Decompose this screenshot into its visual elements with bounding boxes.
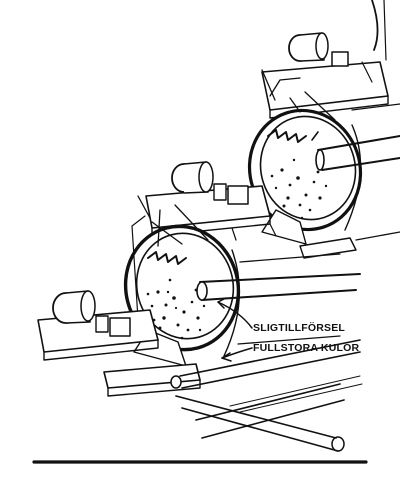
lower-drive xyxy=(37,290,363,452)
upper-feed-pipe xyxy=(317,135,400,171)
inclined-bar-upper xyxy=(179,339,361,389)
feed-leader-line xyxy=(217,301,253,329)
middle-mill xyxy=(123,161,361,367)
middle-motor xyxy=(171,161,249,205)
label-full-size-balls: FULLSTORA KULOR xyxy=(253,342,360,354)
middle-drum xyxy=(123,224,241,357)
label-slurry-feed: SLIGTILLFÖRSEL xyxy=(253,322,346,334)
upper-base-slab xyxy=(261,61,389,111)
upper-motor xyxy=(288,32,349,67)
middle-feed-pipe xyxy=(199,273,361,301)
inclined-bar-lower xyxy=(195,383,345,439)
label-leaders xyxy=(217,297,253,362)
upper-mill xyxy=(247,0,400,259)
upper-drum xyxy=(247,108,363,232)
lower-motor xyxy=(52,290,131,337)
